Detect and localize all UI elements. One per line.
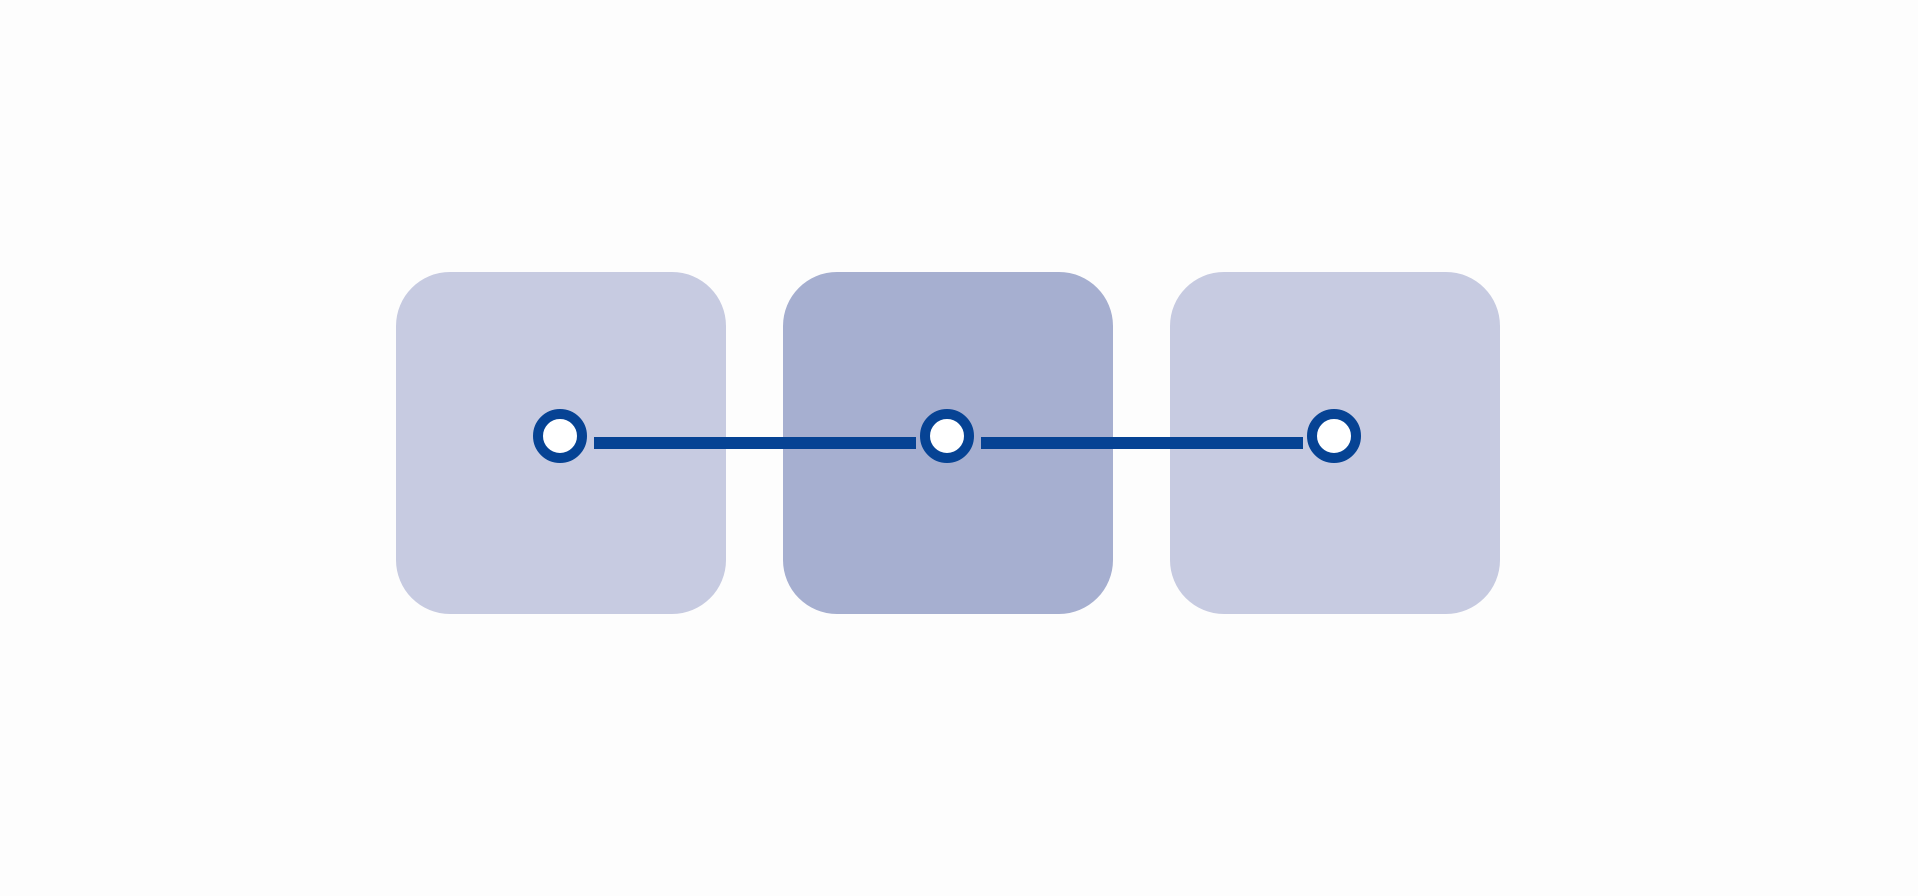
step-node-1: [533, 409, 587, 463]
step-node-3: [1307, 409, 1361, 463]
connector-line-2-3: [981, 437, 1303, 449]
step-node-2: [920, 409, 974, 463]
connector-line-1-2: [594, 437, 916, 449]
